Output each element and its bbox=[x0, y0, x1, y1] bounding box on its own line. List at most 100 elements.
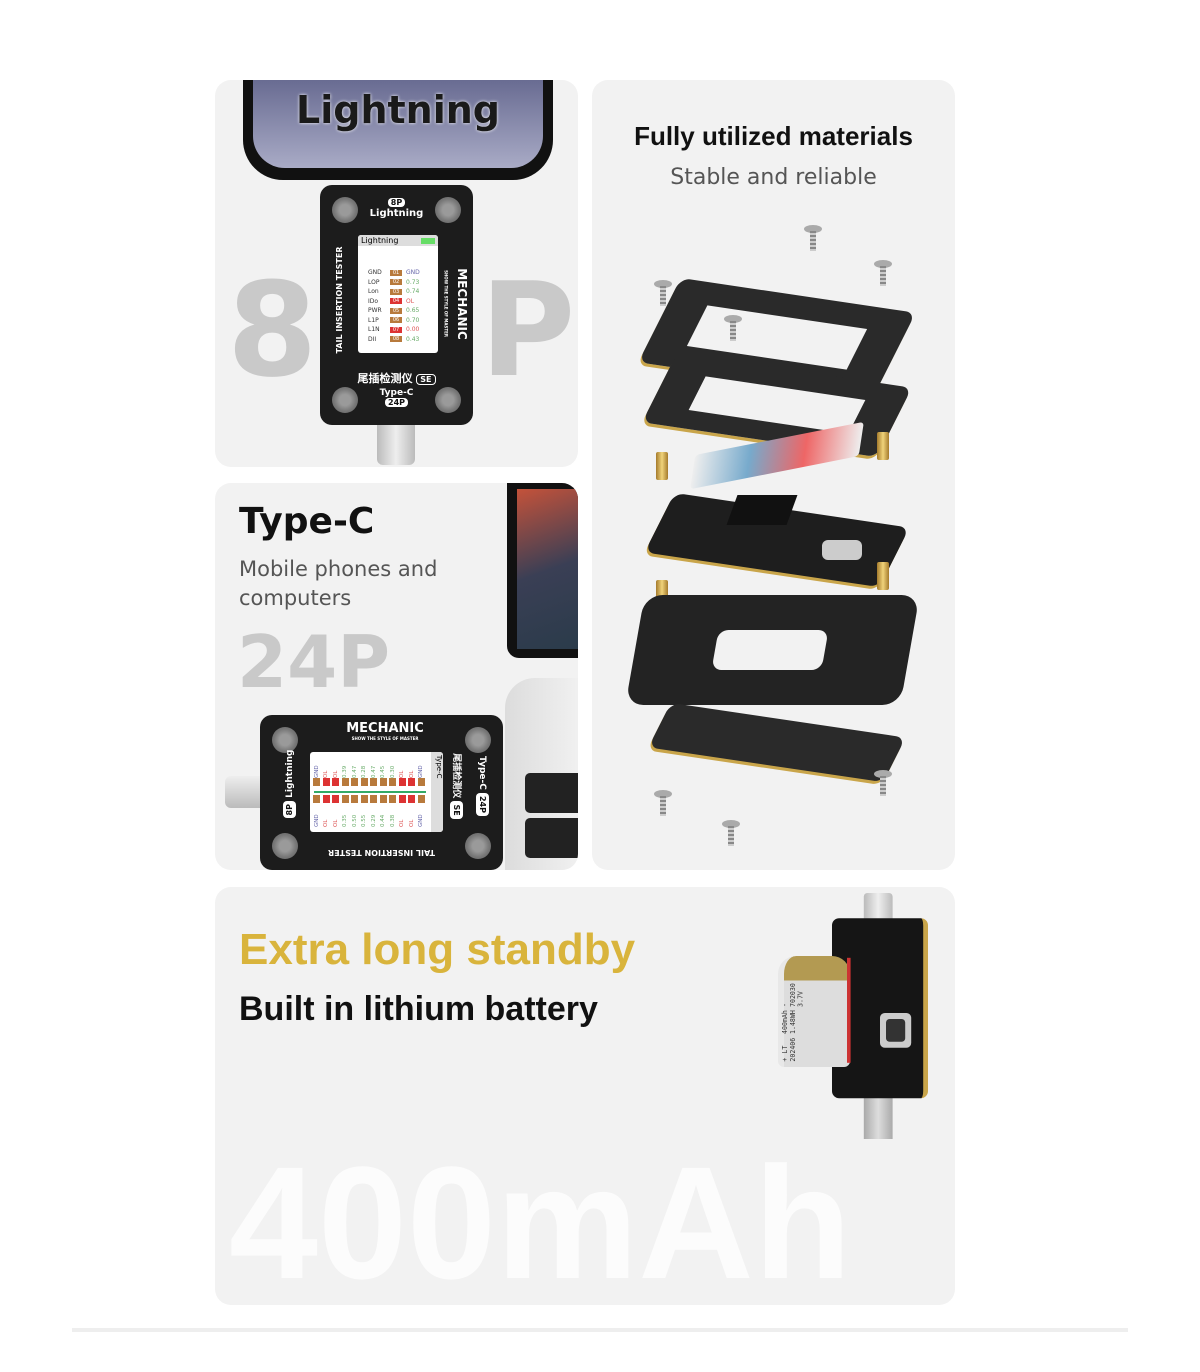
pin-marker bbox=[389, 778, 397, 786]
pin-column: 0.28 bbox=[360, 754, 370, 786]
pin-value: GND bbox=[406, 269, 420, 277]
pin-column: 0.47 bbox=[350, 754, 360, 786]
pin-value: GND bbox=[418, 814, 425, 827]
phone-label: Lightning bbox=[296, 88, 500, 132]
typec-panel: Type-C Mobile phones and computers 24P M… bbox=[215, 483, 578, 870]
pin-marker bbox=[408, 778, 416, 786]
pin-value: OL bbox=[406, 297, 415, 305]
battery-panel: 400mAh Extra long standby Built in lithi… bbox=[215, 887, 955, 1305]
pill-24p: 24P bbox=[385, 398, 408, 407]
pin-value: 0.39 bbox=[342, 765, 349, 778]
tablet-image bbox=[507, 483, 578, 658]
top-label: Lightning bbox=[369, 208, 424, 219]
phone-image: Lightning bbox=[243, 80, 553, 180]
battery-icon bbox=[421, 238, 435, 244]
pin-value: OL bbox=[408, 819, 415, 827]
pin-number: 03 bbox=[390, 288, 402, 295]
pin-column: 0.38 bbox=[388, 795, 398, 827]
pin-value: 0.55 bbox=[361, 814, 368, 827]
pin-marker bbox=[408, 795, 416, 803]
pin-value: 0.47 bbox=[351, 765, 358, 778]
lightning-plug bbox=[225, 776, 265, 808]
pin-number: 02 bbox=[390, 279, 402, 286]
pill-24p: 24P bbox=[476, 792, 489, 816]
pin-value: OL bbox=[323, 819, 330, 827]
pin-marker bbox=[351, 795, 359, 803]
tester-pcb bbox=[832, 918, 928, 1099]
pin-column: 0.47 bbox=[369, 754, 379, 786]
pin-value: GND bbox=[313, 765, 320, 778]
pin-name: LOP bbox=[368, 278, 380, 286]
pin-marker bbox=[341, 795, 349, 803]
pin-column: GND bbox=[312, 795, 322, 827]
pin-marker bbox=[360, 795, 368, 803]
pin-number: 08 bbox=[390, 336, 402, 343]
pin-value: 0.45 bbox=[380, 765, 387, 778]
pin-column: OL bbox=[331, 795, 341, 827]
pin-value: OL bbox=[399, 770, 406, 778]
battery-title: Extra long standby bbox=[239, 925, 636, 974]
chinese-title: 尾插检测仪 bbox=[357, 372, 413, 385]
pill-8p: 8P bbox=[387, 198, 406, 207]
pin-column: OL bbox=[398, 795, 408, 827]
pin-number: 05 bbox=[390, 307, 402, 314]
pin-marker bbox=[332, 778, 340, 786]
se-badge: SE bbox=[416, 374, 436, 385]
pin-column: 0.55 bbox=[360, 795, 370, 827]
pin-value: GND bbox=[418, 765, 425, 778]
pin-column: 0.45 bbox=[379, 754, 389, 786]
pin-name: IDo bbox=[368, 297, 379, 305]
pin-row: Lon 03 0.74 bbox=[358, 287, 438, 297]
pin-column: 0.35 bbox=[341, 795, 351, 827]
brand-label: MECHANIC bbox=[455, 268, 469, 340]
big-24p: 24P bbox=[237, 620, 390, 704]
screen-title: Type-C bbox=[431, 752, 443, 832]
pin-value: 0.47 bbox=[370, 765, 377, 778]
bottom-divider bbox=[72, 1328, 1128, 1332]
pin-name: Lon bbox=[368, 288, 379, 296]
pin-column: OL bbox=[398, 754, 408, 786]
pin-column: OL bbox=[322, 795, 332, 827]
pin-name: L1N bbox=[368, 326, 380, 334]
pin-value: 0.74 bbox=[406, 288, 420, 296]
pin-marker bbox=[313, 795, 321, 803]
pin-column: 0.29 bbox=[369, 795, 379, 827]
pin-value: 0.65 bbox=[406, 307, 420, 315]
bottom-label: TAIL INSERTION TESTER bbox=[327, 848, 436, 857]
brand-tagline: SHOW THE STYLE OF MASTER bbox=[351, 736, 419, 741]
pin-name: PWR bbox=[368, 307, 382, 315]
bottom-label: Type-C bbox=[379, 388, 414, 398]
pin-value: GND bbox=[313, 814, 320, 827]
battery-wire bbox=[847, 957, 851, 1063]
battery-label-line: 400mAh 1.48WH bbox=[781, 1010, 797, 1035]
pin-marker bbox=[370, 778, 378, 786]
pin-marker bbox=[322, 795, 330, 803]
materials-panel: Fully utilized materials Stable and reli… bbox=[592, 80, 955, 870]
pin-marker bbox=[398, 795, 406, 803]
pin-value: OL bbox=[408, 770, 415, 778]
pin-value: 0.44 bbox=[380, 814, 387, 827]
pin-marker bbox=[351, 778, 359, 786]
materials-title: Fully utilized materials bbox=[634, 121, 913, 151]
pin-value: 0.28 bbox=[361, 765, 368, 778]
pin-column: 0.39 bbox=[341, 754, 351, 786]
pin-number: 06 bbox=[390, 317, 402, 324]
pin-number: 04 bbox=[390, 298, 402, 305]
pin-column: OL bbox=[407, 754, 417, 786]
side-label: TAIL INSERTION TESTER bbox=[335, 246, 344, 354]
pin-column: OL bbox=[407, 795, 417, 827]
bottom-plate bbox=[648, 702, 906, 783]
pin-column: OL bbox=[322, 754, 332, 786]
battery-subtitle: Built in lithium battery bbox=[239, 990, 598, 1028]
pin-value: 0.38 bbox=[389, 814, 396, 827]
pin-value: 0.29 bbox=[370, 814, 377, 827]
pin-marker bbox=[360, 778, 368, 786]
